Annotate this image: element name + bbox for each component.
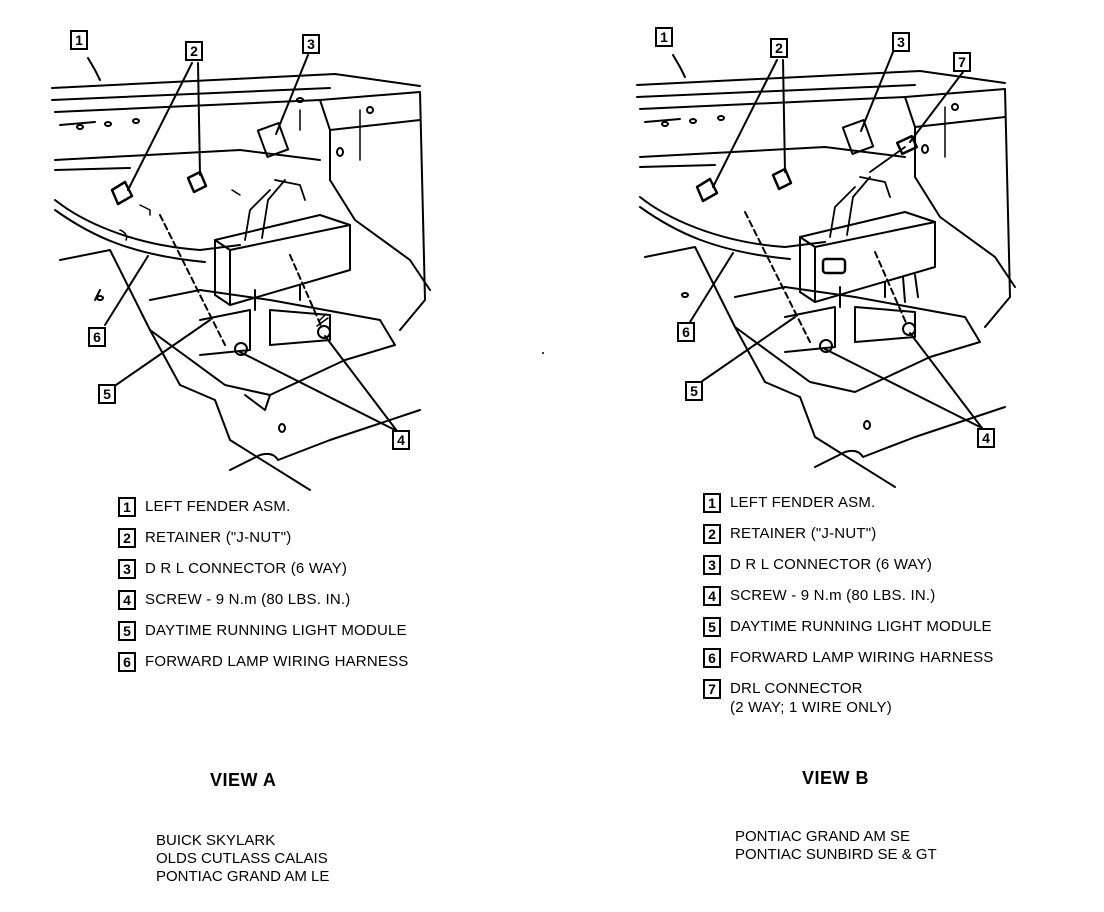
legend-number: 3 [118, 559, 136, 579]
legend-label: FORWARD LAMP WIRING HARNESS [145, 653, 409, 670]
legend-view-b: 1 LEFT FENDER ASM. 2 RETAINER ("J-NUT") … [703, 493, 993, 719]
callout-b-1: 1 [655, 27, 673, 47]
callout-b-7: 7 [953, 52, 971, 72]
legend-label: DAYTIME RUNNING LIGHT MODULE [145, 622, 407, 639]
view-a-models: BUICK SKYLARK OLDS CUTLASS CALAIS PONTIA… [156, 832, 329, 886]
callout-a-3: 3 [302, 34, 320, 54]
legend-number: 6 [703, 648, 721, 668]
legend-item: 4 SCREW - 9 N.m (80 LBS. IN.) [703, 586, 993, 617]
view-b-drawing [636, 51, 1016, 488]
callout-a-1: 1 [70, 30, 88, 50]
model-name: PONTIAC GRAND AM LE [156, 868, 330, 885]
legend-label: SCREW - 9 N.m (80 LBS. IN.) [145, 591, 351, 608]
model-name: PONTIAC GRAND AM SE [735, 828, 911, 845]
legend-item: 5 DAYTIME RUNNING LIGHT MODULE [118, 621, 408, 652]
legend-label: RETAINER ("J-NUT") [145, 529, 292, 546]
legend-number: 6 [118, 652, 136, 672]
legend-label: D R L CONNECTOR (6 WAY) [145, 560, 348, 577]
callout-a-4: 4 [392, 430, 410, 450]
callout-a-2: 2 [185, 41, 203, 61]
legend-item: 7 DRL CONNECTOR (2 WAY; 1 WIRE ONLY) [703, 679, 993, 719]
model-name: OLDS CUTLASS CALAIS [156, 850, 328, 867]
legend-item: 6 FORWARD LAMP WIRING HARNESS [703, 648, 993, 679]
model-name: BUICK SKYLARK [156, 832, 276, 849]
legend-label: FORWARD LAMP WIRING HARNESS [730, 649, 994, 666]
legend-number: 1 [118, 497, 136, 517]
legend-item: 2 RETAINER ("J-NUT") [118, 528, 408, 559]
legend-item: 4 SCREW - 9 N.m (80 LBS. IN.) [118, 590, 408, 621]
legend-number: 5 [118, 621, 136, 641]
legend-label: LEFT FENDER ASM. [145, 498, 291, 515]
legend-number: 5 [703, 617, 721, 637]
view-b-models: PONTIAC GRAND AM SE PONTIAC SUNBIRD SE &… [735, 828, 937, 864]
legend-view-a: 1 LEFT FENDER ASM. 2 RETAINER ("J-NUT") … [118, 497, 408, 683]
legend-label: LEFT FENDER ASM. [730, 494, 876, 511]
legend-label: SCREW - 9 N.m (80 LBS. IN.) [730, 587, 936, 604]
view-a-title: VIEW A [210, 770, 277, 790]
legend-label: D R L CONNECTOR (6 WAY) [730, 556, 933, 573]
legend-number: 2 [118, 528, 136, 548]
callout-a-6: 6 [88, 327, 106, 347]
legend-item: 1 LEFT FENDER ASM. [703, 493, 993, 524]
callout-b-3: 3 [892, 32, 910, 52]
legend-number: 4 [118, 590, 136, 610]
legend-number: 7 [703, 679, 721, 699]
callout-b-5: 5 [685, 381, 703, 401]
model-name: PONTIAC SUNBIRD SE & GT [735, 846, 937, 863]
callout-a-5: 5 [98, 384, 116, 404]
legend-number: 2 [703, 524, 721, 544]
legend-item: 5 DAYTIME RUNNING LIGHT MODULE [703, 617, 993, 648]
callout-b-2: 2 [770, 38, 788, 58]
legend-item: 6 FORWARD LAMP WIRING HARNESS [118, 652, 408, 683]
legend-number: 4 [703, 586, 721, 606]
legend-number: 3 [703, 555, 721, 575]
legend-label: DRL CONNECTOR (2 WAY; 1 WIRE ONLY) [730, 680, 892, 716]
callout-b-4: 4 [977, 428, 995, 448]
legend-item: 3 D R L CONNECTOR (6 WAY) [118, 559, 408, 590]
view-b-title: VIEW B [802, 768, 870, 788]
view-a-drawing [51, 54, 431, 491]
callout-b-6: 6 [677, 322, 695, 342]
legend-item: 2 RETAINER ("J-NUT") [703, 524, 993, 555]
legend-number: 1 [703, 493, 721, 513]
legend-label: DAYTIME RUNNING LIGHT MODULE [730, 618, 992, 635]
legend-item: 3 D R L CONNECTOR (6 WAY) [703, 555, 993, 586]
legend-item: 1 LEFT FENDER ASM. [118, 497, 408, 528]
legend-label: RETAINER ("J-NUT") [730, 525, 877, 542]
